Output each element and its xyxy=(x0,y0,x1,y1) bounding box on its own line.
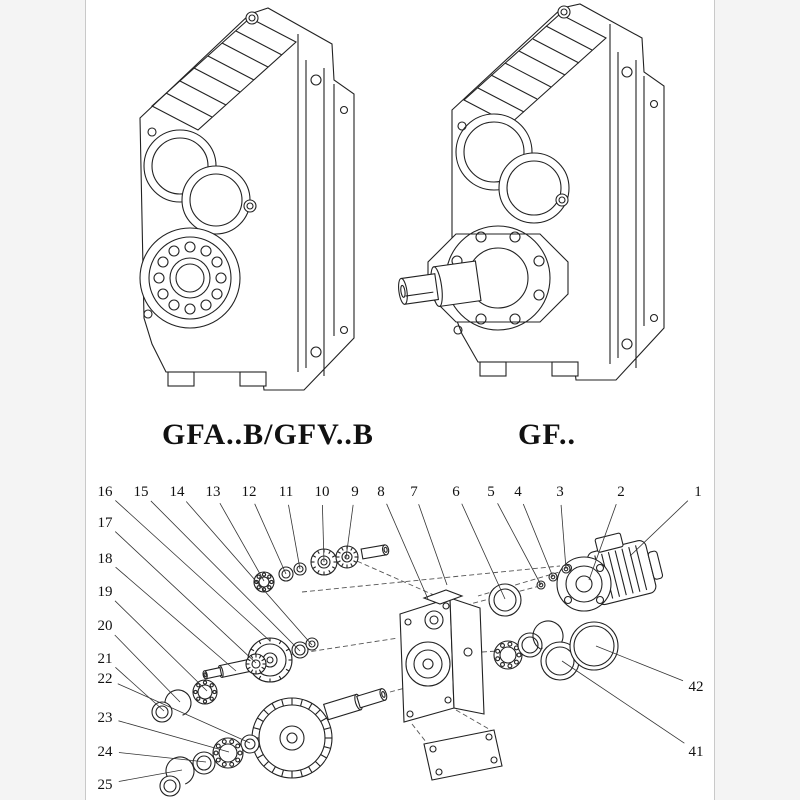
part-number-label: 15 xyxy=(134,484,149,500)
model-label-gfab: GFA..B/GFV..B xyxy=(162,418,374,451)
part-ring xyxy=(192,751,216,775)
leader-line xyxy=(561,660,685,744)
leader-line xyxy=(588,504,617,581)
leader-line xyxy=(117,683,251,744)
leader-line xyxy=(150,500,301,652)
gearbox-gf-drawing xyxy=(398,3,665,381)
leader-line xyxy=(185,501,313,646)
leader-line xyxy=(115,667,165,712)
part-number-label: 41 xyxy=(689,744,704,760)
leader-line xyxy=(115,566,237,672)
part-ring xyxy=(569,621,619,671)
leader-line xyxy=(114,531,257,664)
part-number-label: 6 xyxy=(452,484,460,500)
part-gear xyxy=(335,545,359,569)
leader-line xyxy=(461,503,506,600)
leader-line xyxy=(114,600,208,692)
leader-line xyxy=(115,500,271,642)
part-shaft xyxy=(322,688,388,721)
page-left-margin xyxy=(0,0,86,800)
part-number-label: 42 xyxy=(689,679,704,695)
part-number-label: 16 xyxy=(98,484,114,500)
model-label-gf: GF.. xyxy=(518,418,576,451)
leader-line xyxy=(386,503,429,600)
leader-line xyxy=(118,720,230,753)
part-number-label: 8 xyxy=(377,484,385,500)
part-ring xyxy=(240,734,260,754)
leader-line xyxy=(629,500,689,557)
leader-line xyxy=(497,503,542,586)
part-number-label: 5 xyxy=(487,484,495,500)
part-number-label: 1 xyxy=(694,484,702,500)
part-ring xyxy=(159,775,181,797)
part-number-label: 24 xyxy=(98,744,114,760)
exploded-parts xyxy=(151,544,619,797)
part-ring xyxy=(517,632,543,658)
leader-line xyxy=(118,752,207,763)
part-ring xyxy=(488,583,522,617)
part-number-label: 10 xyxy=(315,484,330,500)
part-number-label: 14 xyxy=(170,484,186,500)
part-number-label: 7 xyxy=(410,484,418,500)
part-number-label: 21 xyxy=(98,651,113,667)
leader-line xyxy=(114,634,181,703)
part-number-label: 11 xyxy=(279,484,293,500)
part-number-label: 3 xyxy=(556,484,564,500)
part-number-label: 2 xyxy=(617,484,625,500)
part-number-label: 12 xyxy=(242,484,257,500)
leader-line xyxy=(522,503,554,578)
leader-line xyxy=(219,502,265,582)
page-right-margin xyxy=(714,0,800,800)
leader-line xyxy=(345,504,354,559)
leader-line xyxy=(288,504,301,570)
part-gear xyxy=(245,653,267,675)
leader-line xyxy=(595,645,684,682)
part-number-label: 22 xyxy=(98,671,113,687)
part-number-label: 23 xyxy=(98,710,113,726)
part-shaft xyxy=(360,544,390,560)
part-number-label: 19 xyxy=(98,584,113,600)
housing-part xyxy=(399,589,485,723)
part-bearing xyxy=(212,737,244,769)
leader-line xyxy=(418,504,448,586)
gearbox-gfab-drawing xyxy=(139,7,355,391)
leader-line xyxy=(321,504,325,563)
part-ring xyxy=(540,641,580,681)
part-number-label: 25 xyxy=(98,777,113,793)
leader-line xyxy=(254,503,287,575)
part-bearing xyxy=(192,679,218,705)
part-number-label: 13 xyxy=(206,484,221,500)
leader-line xyxy=(118,769,183,782)
leader-line xyxy=(560,504,567,570)
cover-plate-part xyxy=(423,729,503,781)
part-number-label: 20 xyxy=(98,618,113,634)
motor-part xyxy=(556,532,664,612)
part-bearing xyxy=(493,640,523,670)
part-number-label: 18 xyxy=(98,551,113,567)
part-ring xyxy=(151,701,173,723)
part-bearing xyxy=(253,571,275,593)
part-number-label: 17 xyxy=(98,515,114,531)
part-biggear xyxy=(251,697,333,779)
part-number-label: 4 xyxy=(514,484,522,500)
part-number-label: 9 xyxy=(351,484,359,500)
part-shaft xyxy=(202,659,251,680)
part-ring xyxy=(291,641,309,659)
